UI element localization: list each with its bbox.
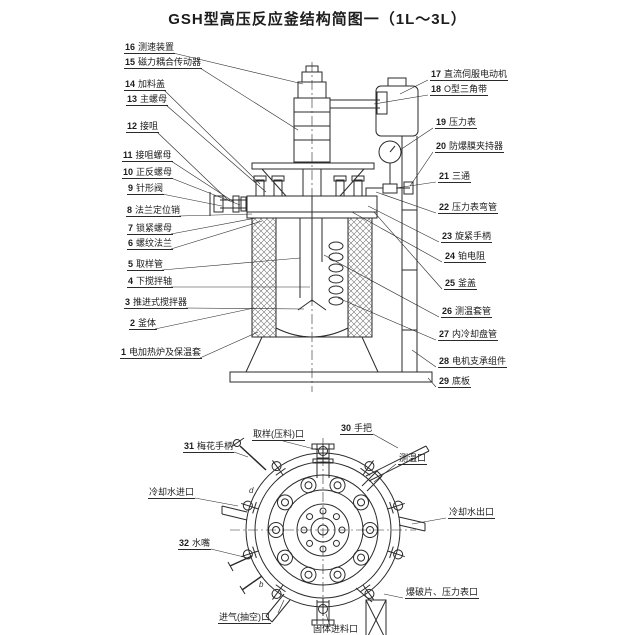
top-view bbox=[221, 437, 430, 635]
front-view bbox=[209, 62, 433, 392]
port-label-cooling-outlet: 冷却水出口 bbox=[448, 507, 496, 519]
page-title: GSH型高压反应釜结构简图一（1L～3L） bbox=[168, 11, 467, 28]
port-label-cooling-inlet: 冷却水进口 bbox=[148, 487, 196, 499]
port-label-solid-feed: 固体进料口 bbox=[313, 624, 359, 634]
position-letter-d: d bbox=[249, 486, 254, 495]
port-label-temperature: 测温口 bbox=[398, 453, 428, 465]
position-letter-b: b bbox=[259, 580, 264, 589]
leader-lines bbox=[154, 52, 447, 627]
port-label-gas-inlet: 进气(抽空)口 bbox=[218, 612, 271, 624]
port-label-sampling: 取样(压料)口 bbox=[252, 429, 305, 441]
port-label-rupture-disc: 爆破片、压力表口 bbox=[405, 587, 480, 599]
